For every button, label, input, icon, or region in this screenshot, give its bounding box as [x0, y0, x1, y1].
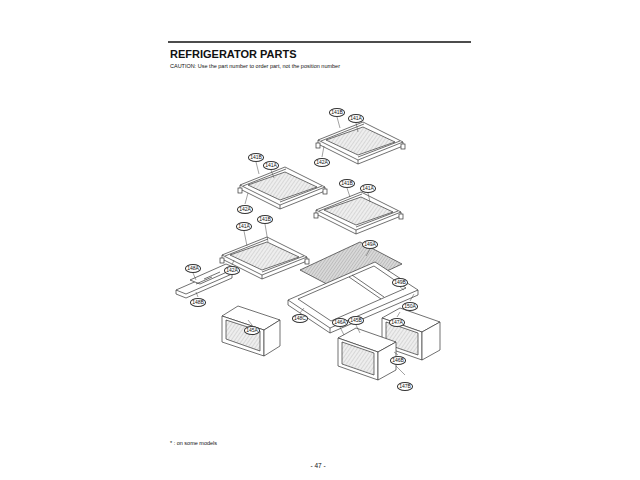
- callout-number: 141A: [263, 161, 280, 170]
- callout-text: 141B: [250, 154, 262, 160]
- callout-text: 141B: [259, 216, 271, 222]
- shelf: [314, 192, 403, 234]
- note-text: * : on some models: [170, 440, 217, 446]
- callout-number: 142A: [237, 205, 254, 214]
- callout-number: 142A: [224, 266, 241, 275]
- callout-number: 148A: [185, 264, 202, 273]
- callout-text: 141B: [341, 180, 353, 186]
- note-text: CAUTION: Use the part number to order pa…: [170, 63, 340, 69]
- callout-text: 150A: [404, 303, 416, 309]
- callout-number: 148C: [292, 314, 309, 323]
- crisper-drawers: [338, 308, 440, 380]
- callout-text: 141A: [350, 115, 362, 121]
- callout-number: 147B: [397, 382, 414, 391]
- callout-number: 149B: [392, 278, 409, 287]
- callout-number: 141A: [236, 222, 253, 231]
- callout-number: 147A: [389, 318, 406, 327]
- note-text: - 47 -: [310, 462, 325, 469]
- crisper-cover: [288, 242, 418, 333]
- callout-text: 149B: [394, 279, 406, 285]
- callout-number: 141B: [257, 215, 274, 224]
- callout-text: 147B: [399, 383, 411, 389]
- callout-text: 142A: [316, 159, 328, 165]
- callout-text: 141A: [238, 223, 250, 229]
- callout-text: 145A: [246, 327, 258, 333]
- header-rule: [168, 41, 471, 43]
- callout-text: 146B: [392, 357, 404, 363]
- callout-text: 147A: [391, 319, 403, 325]
- callout-number: 141B: [329, 108, 346, 117]
- callout-text: 148B: [192, 299, 204, 305]
- callout-number: 141A: [348, 114, 365, 123]
- shelf: [238, 167, 327, 209]
- callout-number: 146B: [390, 356, 407, 365]
- callout-number: 141B: [248, 153, 265, 162]
- callout-number: 141A: [360, 184, 377, 193]
- callout-text: 145B: [350, 317, 362, 323]
- callout-number: 146A: [332, 318, 349, 327]
- callout-text: 148A: [187, 265, 199, 271]
- callout-number: 141B: [339, 179, 356, 188]
- callout-number: 148B: [190, 298, 207, 307]
- callout-text: 146A: [334, 319, 346, 325]
- callout-number: 149A: [362, 240, 379, 249]
- shelf: [220, 237, 309, 279]
- callout-text: 141A: [265, 162, 277, 168]
- callout-text: 142A: [239, 206, 251, 212]
- callout-text: 148C: [294, 315, 306, 321]
- callout-text: 149A: [364, 241, 376, 247]
- leader-lines: [193, 117, 414, 375]
- callout-text: 141A: [362, 185, 374, 191]
- callout-number: 150A: [402, 302, 419, 311]
- page-title: REFRIGERATOR PARTS: [170, 48, 297, 60]
- callout-text: 142A: [226, 267, 238, 273]
- callout-text: 141B: [331, 109, 343, 115]
- shelf: [316, 122, 405, 164]
- callout-number: 145A: [244, 326, 261, 335]
- callout-number: 142A: [314, 158, 331, 167]
- vegetable-drawer: [222, 306, 280, 356]
- callout-number: 145B: [348, 316, 365, 325]
